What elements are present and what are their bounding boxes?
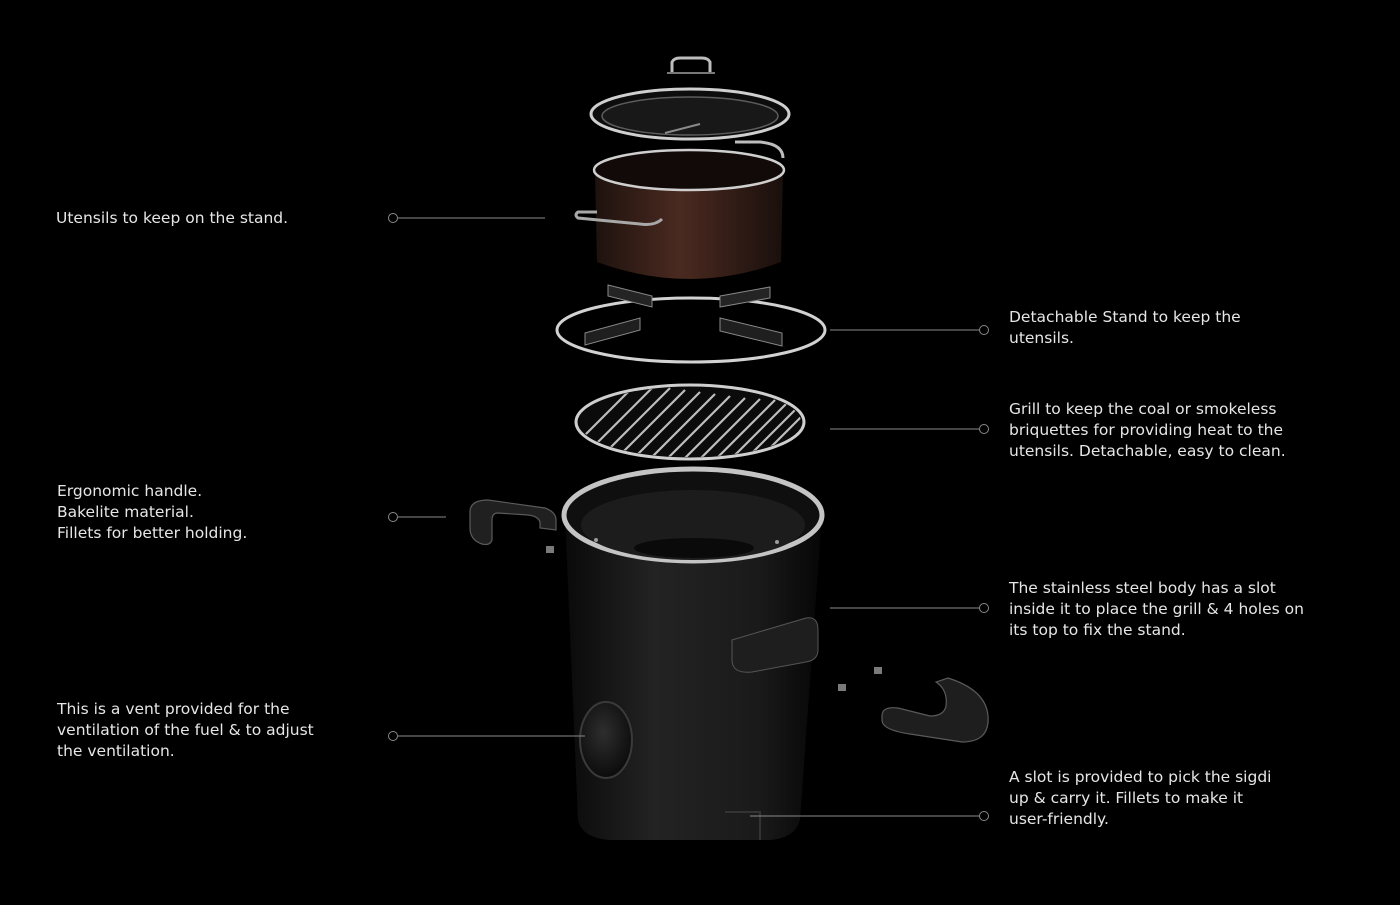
leader-dot-vent bbox=[388, 731, 398, 741]
callout-body: The stainless steel body has a slot insi… bbox=[1009, 578, 1304, 641]
stainless-steel-body bbox=[561, 466, 825, 840]
leader-lines bbox=[388, 213, 989, 821]
ergonomic-handle-left bbox=[469, 499, 557, 553]
callout-handle: Ergonomic handle. Bakelite material. Fil… bbox=[57, 481, 247, 544]
callout-utensils: Utensils to keep on the stand. bbox=[56, 208, 288, 229]
callout-slot: A slot is provided to pick the sigdi up … bbox=[1009, 767, 1271, 830]
callout-slot-line-2: up & carry it. Fillets to make it bbox=[1009, 789, 1244, 807]
callout-utensils-line-1: Utensils to keep on the stand. bbox=[56, 209, 289, 227]
callout-handle-line-3: Fillets for better holding. bbox=[57, 524, 248, 542]
leader-dot-body bbox=[979, 603, 989, 613]
callout-grill: Grill to keep the coal or smokeless briq… bbox=[1009, 399, 1286, 462]
callout-handle-line-1: Ergonomic handle. bbox=[57, 482, 203, 500]
callout-slot-line-1: A slot is provided to pick the sigdi bbox=[1009, 768, 1272, 786]
callout-handle-line-2: Bakelite material. bbox=[57, 503, 194, 521]
leader-dot-utensils bbox=[388, 213, 398, 223]
ergonomic-handle-right bbox=[838, 667, 989, 743]
pot-lid bbox=[589, 87, 791, 141]
callout-vent-line-3: the ventilation. bbox=[57, 742, 175, 760]
coal-grill bbox=[574, 383, 806, 461]
callout-body-line-3: its top to fix the stand. bbox=[1009, 621, 1186, 639]
cooking-pot bbox=[574, 140, 786, 279]
callout-body-line-1: The stainless steel body has a slot bbox=[1009, 579, 1276, 597]
callout-vent: This is a vent provided for the ventilat… bbox=[57, 699, 314, 762]
leader-dot-stand bbox=[979, 325, 989, 335]
callout-stand-line-1: Detachable Stand to keep the bbox=[1009, 308, 1241, 326]
callout-grill-line-1: Grill to keep the coal or smokeless bbox=[1009, 400, 1277, 418]
detachable-stand bbox=[555, 284, 827, 364]
callout-slot-line-3: user-friendly. bbox=[1009, 810, 1109, 828]
lid-knob bbox=[667, 56, 715, 74]
callout-stand-line-2: utensils. bbox=[1009, 329, 1074, 347]
callout-grill-line-2: briquettes for providing heat to the bbox=[1009, 421, 1284, 439]
leader-dot-slot bbox=[979, 811, 989, 821]
leader-dot-handle bbox=[388, 512, 398, 522]
callout-grill-line-3: utensils. Detachable, easy to clean. bbox=[1009, 442, 1286, 460]
callout-vent-line-1: This is a vent provided for the bbox=[57, 700, 290, 718]
callout-body-line-2: inside it to place the grill & 4 holes o… bbox=[1009, 600, 1304, 618]
vent-disc bbox=[579, 701, 633, 779]
callout-vent-line-2: ventilation of the fuel & to adjust bbox=[57, 721, 314, 739]
callout-stand: Detachable Stand to keep the utensils. bbox=[1009, 307, 1241, 349]
leader-dot-grill bbox=[979, 424, 989, 434]
